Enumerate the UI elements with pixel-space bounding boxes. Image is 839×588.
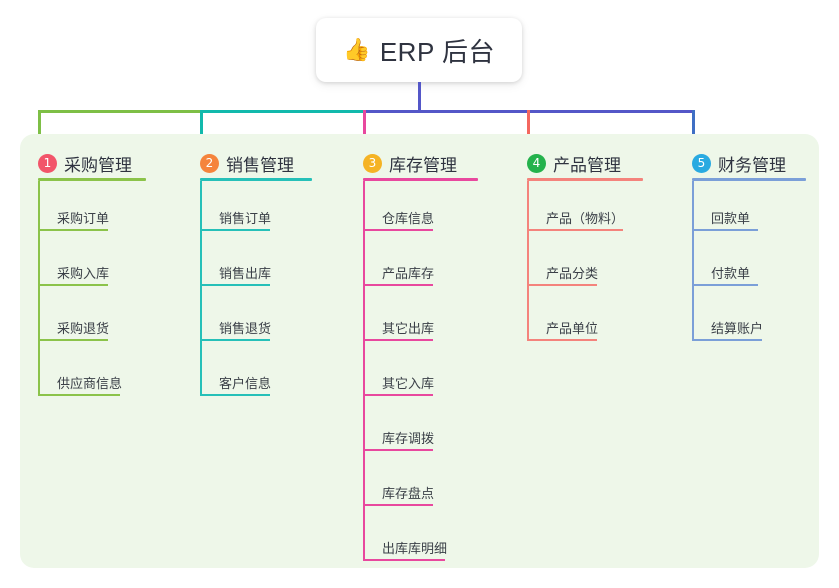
leaf-item[interactable]: 采购退货 — [57, 321, 110, 336]
column-rule-1 — [38, 178, 146, 181]
leaf-item[interactable]: 仓库信息 — [382, 211, 435, 226]
column-rule-5 — [692, 178, 806, 181]
connector-drop-col2 — [200, 110, 203, 142]
leaf-rule — [527, 339, 597, 341]
column-title-5: 财务管理 — [718, 155, 786, 175]
column-title-1: 采购管理 — [64, 155, 132, 175]
connector-drop-col5 — [692, 110, 695, 142]
leaf-rule — [200, 339, 270, 341]
column-rule-2 — [200, 178, 312, 181]
leaf-rule — [363, 339, 433, 341]
leaf-rule — [200, 229, 270, 231]
leaf-rule — [692, 229, 758, 231]
leaf-rule — [38, 229, 108, 231]
column-spine-5 — [692, 181, 694, 339]
leaf-item[interactable]: 产品库存 — [382, 266, 435, 281]
column-rule-4 — [527, 178, 643, 181]
leaf-rule — [363, 284, 433, 286]
leaf-rule — [38, 394, 120, 396]
column-rule-3 — [363, 178, 478, 181]
leaf-item[interactable]: 付款单 — [711, 266, 751, 281]
column-spine-1 — [38, 181, 40, 394]
column-spine-3 — [363, 181, 365, 559]
leaf-rule — [363, 449, 433, 451]
column-header-1[interactable]: 1 采购管理 — [38, 150, 132, 176]
column-header-3[interactable]: 3 库存管理 — [363, 150, 457, 176]
leaf-item[interactable]: 销售出库 — [219, 266, 272, 281]
connector-drop-col4 — [527, 110, 530, 140]
connector-drop-col1 — [38, 110, 41, 142]
column-title-3: 库存管理 — [389, 155, 457, 175]
column-badge-5: 5 — [692, 153, 711, 173]
leaf-item[interactable]: 库存盘点 — [382, 486, 435, 501]
leaf-rule — [200, 394, 270, 396]
leaf-item[interactable]: 客户信息 — [219, 376, 272, 391]
leaf-rule — [692, 339, 762, 341]
leaf-item[interactable]: 产品分类 — [546, 266, 599, 281]
column-header-2[interactable]: 2 销售管理 — [200, 150, 294, 176]
leaf-item[interactable]: 供应商信息 — [57, 376, 123, 391]
leaf-rule — [363, 394, 433, 396]
thumbs-up-icon: 👍 — [342, 37, 371, 62]
column-badge-3: 3 — [363, 153, 382, 173]
leaf-rule — [363, 229, 433, 231]
column-header-5[interactable]: 5 财务管理 — [692, 150, 786, 176]
column-title-2: 销售管理 — [226, 155, 294, 175]
leaf-rule — [527, 229, 623, 231]
root-stem — [418, 82, 421, 113]
column-title-4: 产品管理 — [553, 155, 621, 175]
column-badge-4: 4 — [527, 153, 546, 173]
leaf-item[interactable]: 出库库明细 — [382, 541, 448, 556]
column-badge-1: 1 — [38, 153, 57, 173]
leaf-rule — [200, 284, 270, 286]
leaf-item[interactable]: 销售退货 — [219, 321, 272, 336]
leaf-item[interactable]: 库存调拨 — [382, 431, 435, 446]
leaf-rule — [692, 284, 758, 286]
leaf-item[interactable]: 回款单 — [711, 211, 751, 226]
connector-drop-col3 — [363, 110, 366, 140]
modules-panel — [20, 134, 819, 568]
leaf-rule — [527, 284, 597, 286]
column-badge-2: 2 — [200, 153, 219, 173]
leaf-item[interactable]: 结算账户 — [711, 321, 764, 336]
leaf-rule — [38, 284, 108, 286]
leaf-item[interactable]: 其它入库 — [382, 376, 435, 391]
leaf-item[interactable]: 产品（物料） — [546, 211, 625, 226]
column-spine-2 — [200, 181, 202, 394]
leaf-item[interactable]: 其它出库 — [382, 321, 435, 336]
connector-segment-teal — [200, 110, 365, 113]
root-node[interactable]: 👍 ERP 后台 — [316, 18, 522, 82]
leaf-rule — [38, 339, 108, 341]
leaf-item[interactable]: 采购入库 — [57, 266, 110, 281]
column-header-4[interactable]: 4 产品管理 — [527, 150, 621, 176]
column-spine-4 — [527, 181, 529, 339]
root-label: ERP 后台 — [379, 36, 496, 67]
leaf-item[interactable]: 销售订单 — [219, 211, 272, 226]
leaf-rule — [363, 504, 433, 506]
leaf-rule — [363, 559, 445, 561]
connector-segment-green — [38, 110, 202, 113]
leaf-item[interactable]: 采购订单 — [57, 211, 110, 226]
leaf-item[interactable]: 产品单位 — [546, 321, 599, 336]
root-title: 👍 ERP 后台 — [343, 32, 495, 69]
